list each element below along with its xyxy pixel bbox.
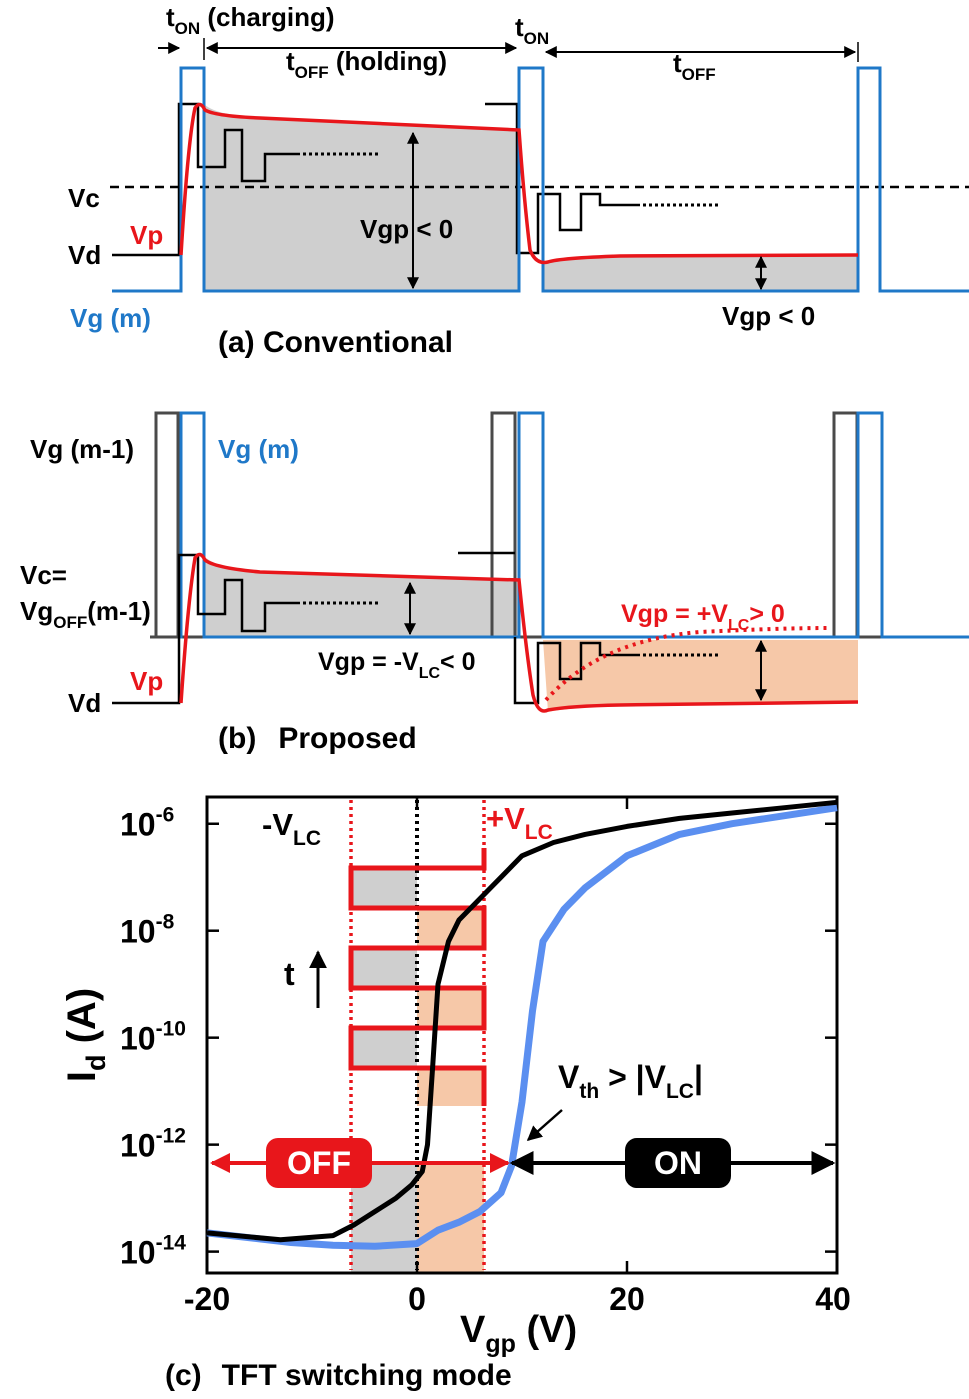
ton-label: tON (charging) xyxy=(166,2,335,38)
t-label: t xyxy=(284,956,295,992)
vgp-square-wave xyxy=(348,848,487,1106)
x-tick-label: 40 xyxy=(815,1281,851,1317)
x-tick-labels: -20 0 20 40 xyxy=(184,1281,851,1317)
y-tick-label: 10-8 xyxy=(120,911,175,950)
vg-label-b: Vg (m) xyxy=(218,434,299,464)
vg-prev-label-b: Vg (m-1) xyxy=(30,434,134,464)
data-signal-b xyxy=(112,553,300,705)
caption-c: (c)TFT switching mode xyxy=(165,1359,512,1392)
holding-area-b1 xyxy=(204,556,519,637)
panel-c: OFF ON t Vth > |VLC| -VLC +VLC -20 0 20 … xyxy=(60,795,851,1392)
vp-label-b: Vp xyxy=(130,666,163,696)
caption-b: (b)Proposed xyxy=(218,722,417,755)
vgp-label-a2: Vgp < 0 xyxy=(722,301,815,331)
vd-label-a: Vd xyxy=(68,240,101,270)
gate-prev-signal-b xyxy=(150,411,180,639)
x-tick-label: -20 xyxy=(184,1281,230,1317)
vth-label: Vth > |VLC| xyxy=(558,1059,703,1103)
vp-label-a: Vp xyxy=(130,220,163,250)
pixel-signal-b xyxy=(179,552,859,713)
on-badge xyxy=(625,1138,731,1188)
gate-signal-b xyxy=(178,411,969,639)
y-tick-label: 10-12 xyxy=(120,1125,186,1164)
pixel-signal-a xyxy=(179,102,859,265)
y-tick-labels: 10-6 10-8 10-10 10-12 10-14 xyxy=(120,804,186,1271)
vg-label-a: Vg (m) xyxy=(70,303,151,333)
off-badge xyxy=(266,1138,372,1188)
x-tick-label: 20 xyxy=(609,1281,645,1317)
id-vgp-curves xyxy=(206,799,838,1250)
curve-blue xyxy=(206,804,838,1250)
toff2-label: tOFF xyxy=(673,48,716,84)
y-tick-label: 10-14 xyxy=(120,1232,186,1271)
data-signal-a xyxy=(112,102,300,257)
ton2-label: tON xyxy=(515,12,549,48)
vc-label-b1: Vc= xyxy=(20,560,67,590)
vgp-label-a1: Vgp < 0 xyxy=(360,214,453,244)
vc-label-a: Vc xyxy=(68,183,100,213)
curve-black xyxy=(206,799,838,1243)
y-tick-label: 10-10 xyxy=(120,1018,186,1057)
gate-signal-a xyxy=(112,66,969,293)
vgp-positive-curve xyxy=(544,626,831,702)
neg-vlc-label: -VLC xyxy=(262,807,321,850)
pos-vlc-label: +VLC xyxy=(486,801,553,844)
vth-pointer xyxy=(526,1109,563,1141)
y-axis-label: Id (A) xyxy=(60,988,111,1082)
holding-area-1 xyxy=(204,104,519,291)
holding-area-b2 xyxy=(543,640,858,712)
x-tick-label: 0 xyxy=(408,1281,426,1317)
on-label: ON xyxy=(654,1145,702,1181)
x-axis-label: Vgp (V) xyxy=(460,1309,577,1358)
panel-b: Vg (m-1) Vg (m) Vc= VgOFF(m-1) Vp Vd Vgp… xyxy=(20,411,969,755)
data-signal-a2 xyxy=(485,102,640,255)
caption-a: (a) Conventional xyxy=(218,326,453,359)
vc-label-b2: VgOFF(m-1) xyxy=(20,596,151,632)
y-ticks xyxy=(207,822,837,1253)
vd-label-b: Vd xyxy=(68,688,101,718)
holding-area-2 xyxy=(543,255,858,291)
vgp-pos-label: Vgp = +VLC> 0 xyxy=(621,600,785,634)
toff-label: tOFF (holding) xyxy=(286,46,447,82)
vgp-neg-label: Vgp = -VLC< 0 xyxy=(318,648,476,682)
panel-a: tON (charging) tOFF (holding) tON tOFF V… xyxy=(68,2,969,359)
y-tick-label: 10-6 xyxy=(120,804,174,843)
off-label: OFF xyxy=(287,1145,351,1181)
plot-frame xyxy=(205,795,839,1275)
